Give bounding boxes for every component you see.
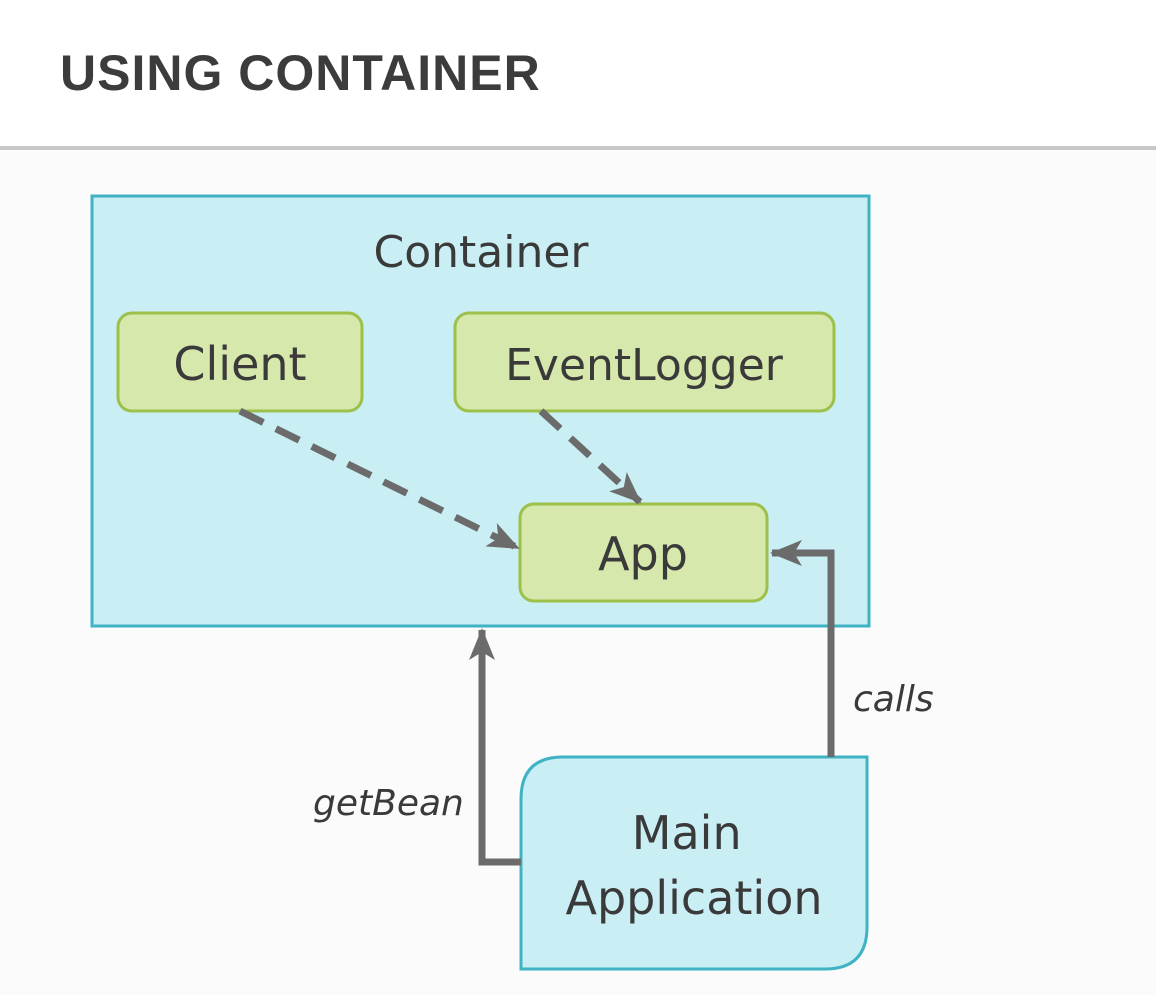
app-label: App	[598, 527, 688, 581]
header-divider	[0, 146, 1156, 150]
event-logger-to-app-arrow	[538, 408, 643, 505]
event-logger-label: EventLogger	[505, 340, 784, 391]
main-application-line-2: Application	[565, 871, 822, 925]
client-to-app-arrow	[238, 407, 520, 552]
calls-arrow	[770, 540, 835, 757]
event-logger-node	[453, 311, 836, 413]
main-application-line-1: Main	[632, 806, 742, 860]
app-node	[518, 502, 769, 603]
client-label: Client	[173, 337, 306, 391]
get-bean-arrow	[469, 628, 521, 866]
main-application-label: Main Application	[565, 806, 822, 925]
main-application-node	[519, 755, 869, 971]
calls-label: calls	[853, 679, 934, 720]
slide-header: USING CONTAINER	[0, 0, 1156, 146]
container-label: Container	[373, 227, 589, 278]
get-bean-label: getBean	[313, 783, 464, 824]
slide-title: USING CONTAINER	[60, 45, 541, 101]
